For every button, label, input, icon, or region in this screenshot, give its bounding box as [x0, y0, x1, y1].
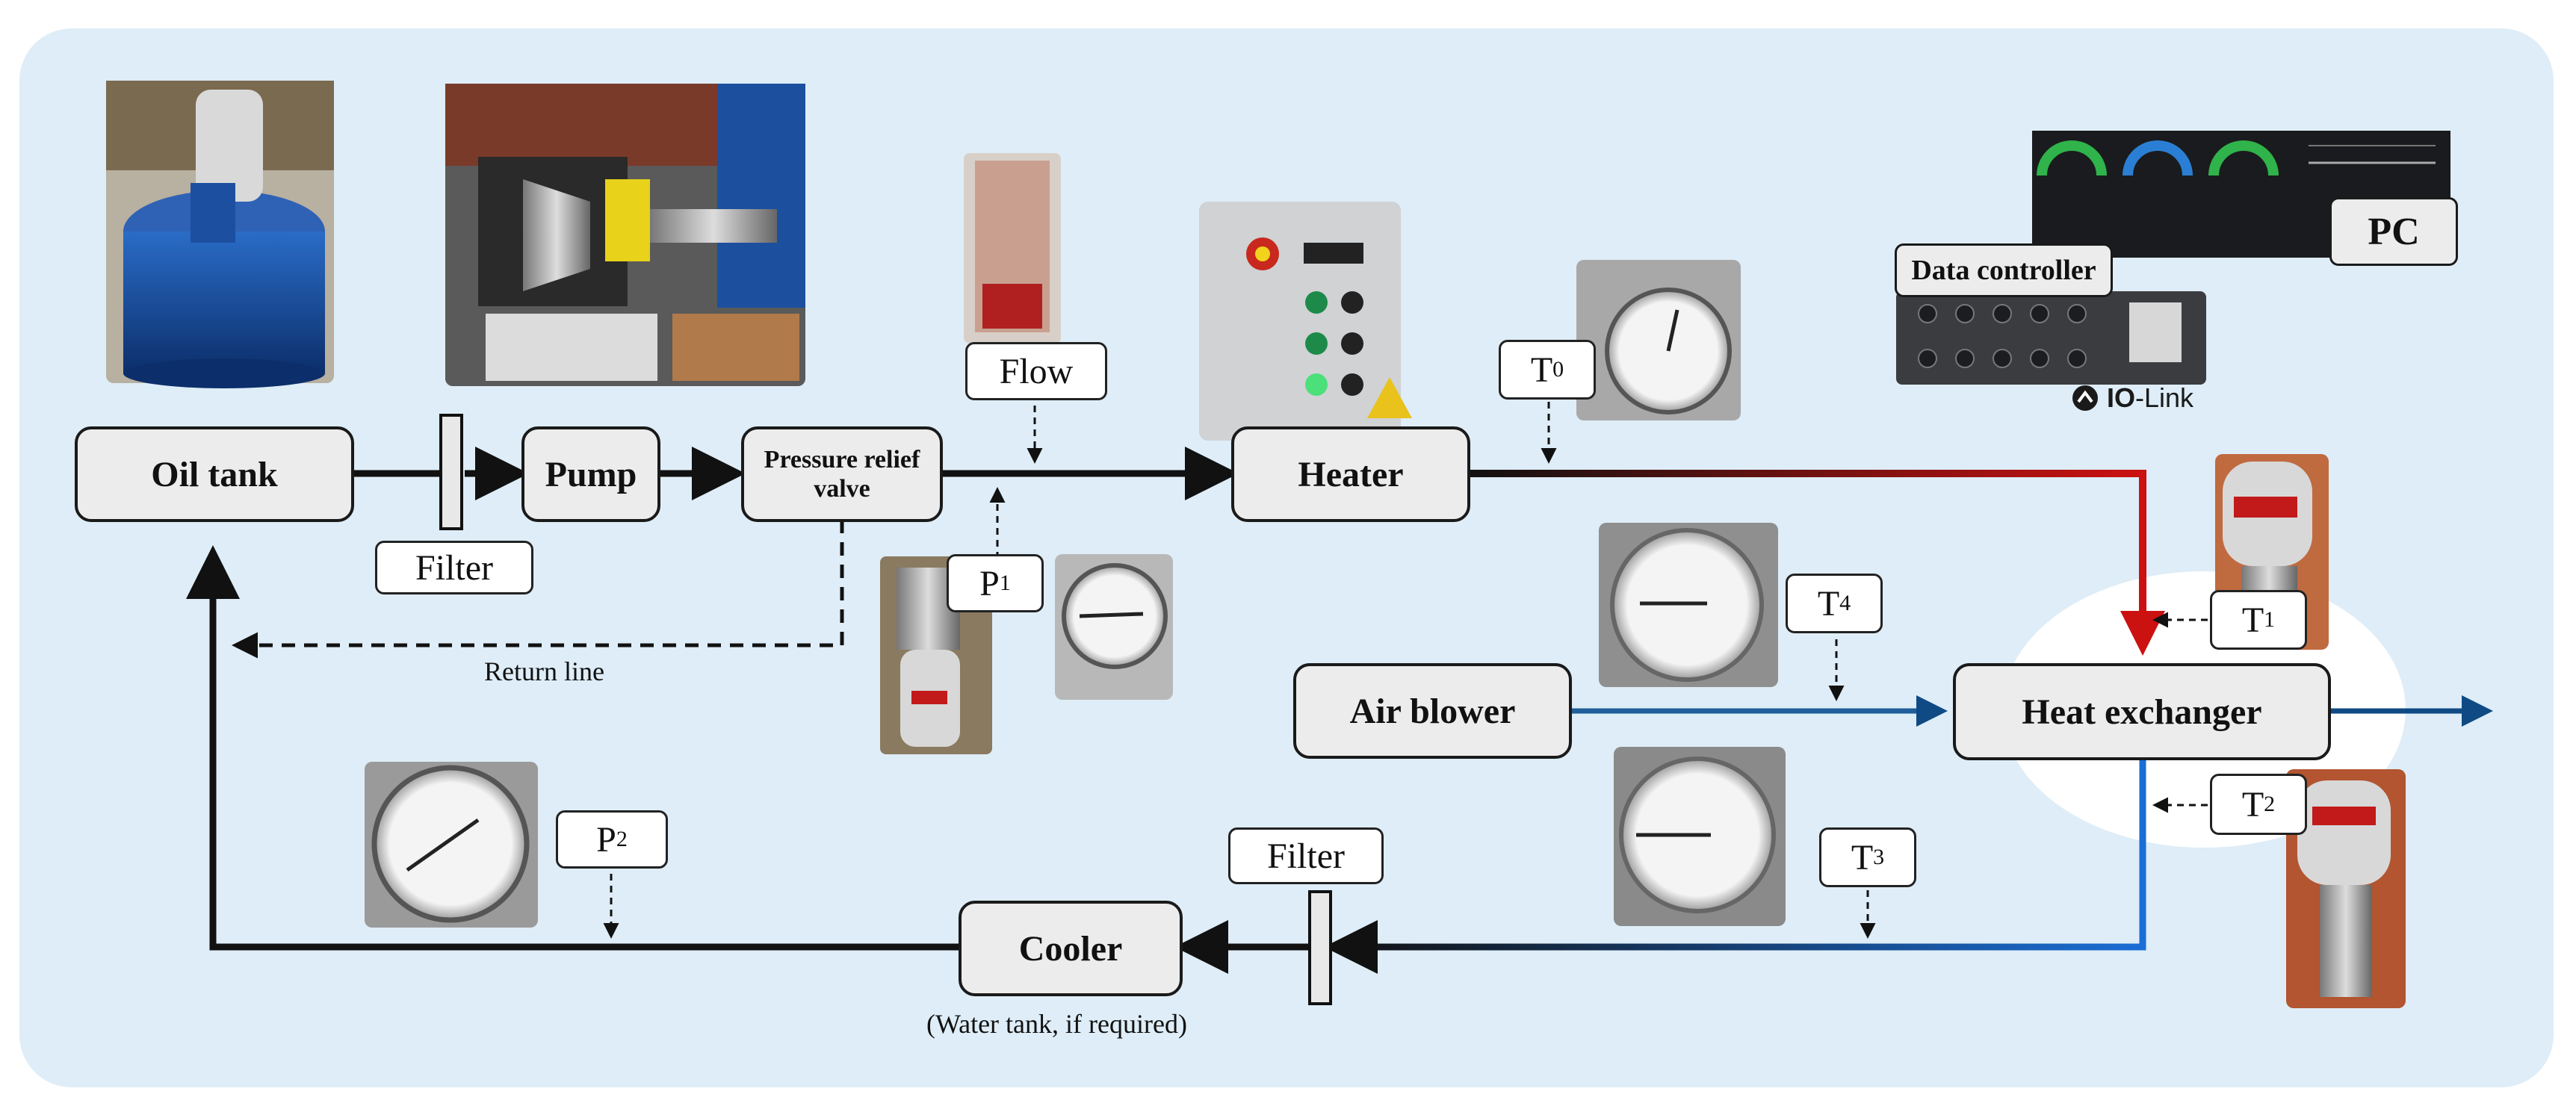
cooler-node: Cooler — [959, 901, 1183, 996]
line-exchanger-filter — [1324, 760, 2146, 974]
t4-gauge-photo — [1599, 523, 1778, 687]
t3-subscript: 3 — [1873, 845, 1885, 869]
pump-node: Pump — [521, 426, 660, 522]
t4-subscript: 4 — [1839, 591, 1851, 615]
p2-subscript: 2 — [616, 827, 628, 851]
oil-tank-photo — [106, 81, 334, 388]
io-link-logo: IO-Link — [2071, 382, 2193, 414]
t0-gauge-photo — [1576, 260, 1741, 420]
pc-node: PC — [2329, 197, 2458, 266]
heater-node: Heater — [1231, 426, 1470, 522]
p1-gauge-photo — [1055, 554, 1173, 700]
line-heater-exchanger — [1470, 470, 2165, 656]
t0-subscript: 0 — [1552, 357, 1564, 382]
t3-text: T — [1851, 837, 1874, 878]
io-link-brand: IO — [2107, 382, 2136, 413]
p1-subscript: 1 — [999, 571, 1011, 595]
filter-1-label: Filter — [375, 541, 533, 594]
line-cooler-tank — [186, 545, 959, 951]
heater-control-box-photo — [1199, 202, 1412, 441]
return-line-dashed — [232, 520, 844, 659]
t0-text: T — [1530, 350, 1553, 390]
t1-subscript: 1 — [2264, 607, 2276, 632]
t1-text: T — [2241, 600, 2264, 640]
heat-exchanger-node: Heat exchanger — [1953, 663, 2331, 760]
t3-gauge-photo — [1614, 747, 1786, 926]
t2-subscript: 2 — [2264, 792, 2276, 816]
p2-gauge-photo — [365, 762, 538, 928]
io-link-icon — [2072, 385, 2098, 411]
t2-sensor-photo — [2286, 769, 2406, 1008]
filter-1-symbol — [439, 414, 463, 530]
filter-2-label: Filter — [1228, 827, 1384, 884]
flow-label: Flow — [965, 342, 1107, 400]
return-line-note: Return line — [484, 656, 604, 686]
io-link-suffix: -Link — [2135, 382, 2194, 413]
pressure-relief-valve-node: Pressure relief valve — [741, 426, 943, 522]
t2-text: T — [2241, 784, 2264, 824]
p1-text: P — [979, 563, 1000, 603]
cooler-note: (Water tank, if required) — [926, 1009, 1187, 1039]
air-blower-node: Air blower — [1293, 663, 1572, 759]
pump-photo — [445, 84, 805, 386]
flow-meter-photo — [964, 153, 1061, 344]
data-controller-node: Data controller — [1895, 243, 2113, 297]
oil-tank-node: Oil tank — [75, 426, 354, 522]
t4-text: T — [1817, 583, 1840, 624]
p2-text: P — [596, 819, 616, 860]
data-controller-photo — [1896, 291, 2206, 385]
filter-2-symbol — [1308, 890, 1332, 1005]
